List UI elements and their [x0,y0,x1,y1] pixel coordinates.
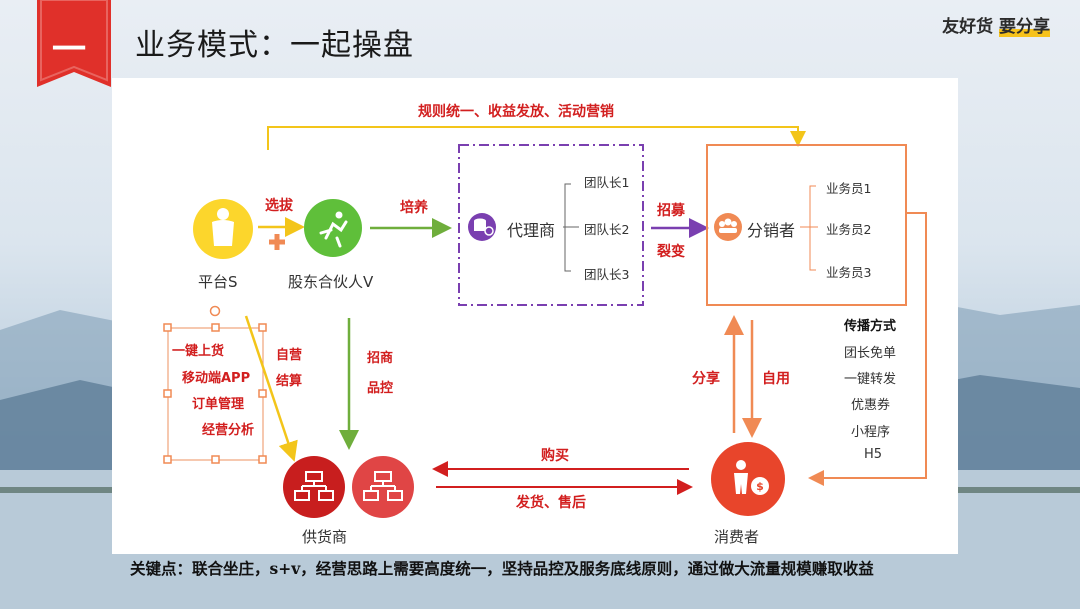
distributor-label: 分销者 [747,221,796,240]
salesman-3: 业务员3 [826,265,872,280]
platform-icon [193,199,253,259]
section-badge [37,0,111,87]
top-loop-arrow [267,126,806,150]
team-leader-2: 团队长2 [584,222,630,237]
brand-suffix: 要分享 [999,17,1050,37]
agent-label: 代理商 [507,221,556,240]
share-label: 分享 [692,371,720,387]
key-points-footer: 关键点：联合坐庄，s+v，经营思路上需要高度统一，坚持品控及服务底线原则，通过做… [130,559,874,578]
team-leader-1: 团队长1 [584,175,630,190]
distributor-icon [714,213,742,241]
self-use-label: 自用 [762,371,790,387]
spread-item-1: 团长免单 [844,346,897,361]
supplier-label: 供货商 [302,528,348,546]
merchant-label: 招商 [367,351,394,366]
fission-label: 裂变 [657,244,685,260]
rotate-handle [209,305,221,317]
spread-item-3: 优惠券 [851,398,891,413]
train-label: 培养 [400,200,428,216]
recruit-label: 招募 [657,203,685,219]
top-loop-label: 规则统一、收益发放、活动营销 [418,104,614,120]
section-badge-text: 一 [52,30,86,70]
svg-text:$: $ [756,480,764,493]
salesmen-bracket [800,185,818,271]
agent-icon [468,213,496,241]
buy-label: 购买 [541,448,569,464]
partner-label: 股东合伙人V [288,273,374,291]
spread-item-4: 小程序 [851,425,891,440]
consumer-icon: $ [711,442,785,516]
feature-1: 一键上货 [172,344,225,359]
settle-label: 结算 [276,374,303,389]
page-title: 业务模式：一起操盘 [135,28,414,63]
self-run-label: 自营 [276,348,303,363]
plus-icon [269,234,285,250]
right-loop-arrow [808,212,927,486]
qc-label: 品控 [367,381,394,396]
ship-label: 发货、售后 [516,495,586,511]
partner-icon [304,199,362,257]
salesman-2: 业务员2 [826,222,872,237]
select-label: 选拔 [265,198,293,214]
consumer-label: 消费者 [714,528,760,546]
feature-3: 订单管理 [192,397,245,412]
feature-2: 移动端APP [182,371,251,386]
spread-item-2: 一键转发 [844,372,897,387]
platform-label: 平台S [198,273,238,291]
feature-4: 经营分析 [202,423,255,438]
agent-box [458,144,644,306]
team-leader-3: 团队长3 [584,267,630,282]
spread-item-5: H5 [864,447,883,462]
spread-title: 传播方式 [844,319,897,334]
brand-logo: 友好货 要分享 [942,12,1050,37]
brand-prefix: 友好货 [942,17,994,37]
distributor-box [706,144,907,306]
supplier-icon-1 [283,456,345,518]
self-run-arrow [244,315,298,462]
selection-handles [163,323,267,464]
salesman-1: 业务员1 [826,181,872,196]
agent-bracket [563,183,579,272]
supplier-icon-2 [352,456,414,518]
